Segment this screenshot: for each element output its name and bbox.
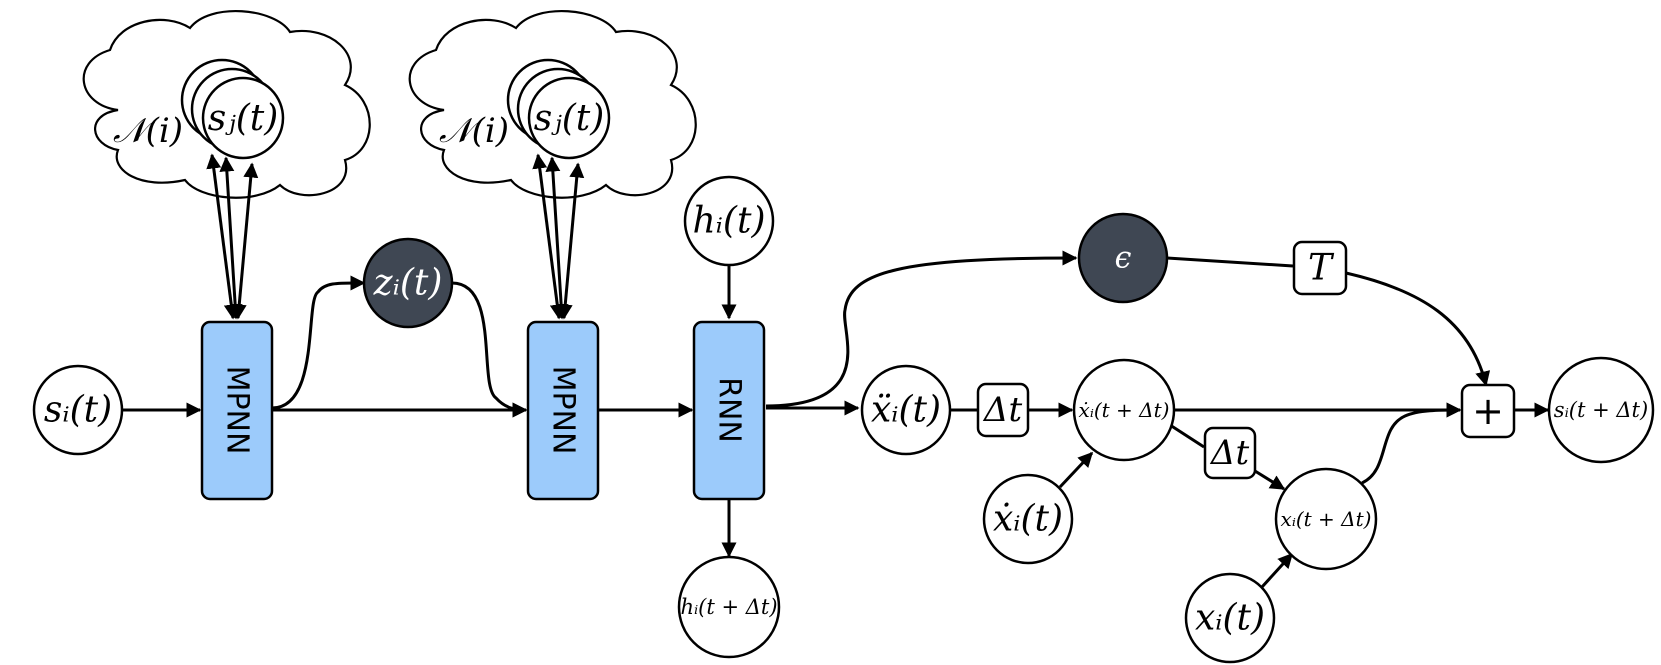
node-label: hᵢ(t): [693, 201, 766, 242]
node-epsilon: ϵ: [1077, 212, 1169, 304]
edge-T-plus: [1345, 271, 1491, 387]
node-label: ϵ: [1115, 241, 1132, 276]
op-transform-T: T: [1292, 240, 1348, 296]
edge-mpnn1-zi: [271, 275, 366, 410]
neighborhood-label: 𝒩(i): [113, 111, 183, 151]
mpnn-block-1: MPNN: [200, 320, 274, 501]
edge-dt2-xinext: [1254, 469, 1286, 491]
node-label: ẍᵢ(t): [871, 390, 941, 431]
neighborhood-cloud-1: 𝒩(i) sⱼ(t): [82, 10, 371, 199]
mpnn-block-2: MPNN: [526, 320, 600, 501]
edge-xi-xinext: [1260, 552, 1294, 589]
node-label: sᵢ(t): [44, 390, 112, 431]
edge-neighbor-mpnn1-c: [231, 162, 259, 320]
edge-neighbor-mpnn2-c: [557, 162, 585, 320]
edges: [123, 153, 1550, 589]
node-xddot-t: ẍᵢ(t): [860, 364, 952, 456]
node-label: xᵢ(t + Δt): [1281, 507, 1372, 531]
node-label: hᵢ(t + Δt): [680, 595, 777, 619]
edge-xdotnext-dt2: [1169, 423, 1205, 449]
neighbor-label: sⱼ(t): [208, 98, 279, 139]
node-label: zᵢ(t): [373, 263, 443, 304]
node-label: ẋᵢ(t): [993, 499, 1063, 540]
op-label: Δt: [1209, 433, 1250, 473]
op-delta-t-1: Δt: [976, 382, 1030, 438]
neighbor-stack: sⱼ(t): [180, 58, 285, 160]
node-si-next: sᵢ(t + Δt): [1547, 356, 1655, 464]
node-zi-t: zᵢ(t): [362, 237, 454, 329]
edge-eps-T: [1166, 256, 1294, 268]
node-xdot-t: ẋᵢ(t): [982, 473, 1074, 565]
neighborhood-cloud-2: 𝒩(i) sⱼ(t): [408, 10, 697, 199]
neighbor-node-front: [527, 76, 611, 160]
mpnn-label: MPNN: [220, 366, 255, 455]
node-si-t: sᵢ(t): [32, 364, 124, 456]
op-plus: +: [1460, 383, 1516, 439]
neighbor-label: sⱼ(t): [534, 98, 605, 139]
node-xi-t: xᵢ(t): [1184, 572, 1276, 664]
node-label: ẋᵢ(t + Δt): [1079, 398, 1170, 422]
edge-zi-mpnn2: [451, 281, 528, 418]
neighborhood-label: 𝒩(i): [439, 111, 509, 151]
op-delta-t-2: Δt: [1203, 426, 1257, 480]
mpnn-label: MPNN: [546, 366, 581, 455]
op-label: T: [1308, 248, 1335, 289]
node-label: xᵢ(t): [1195, 598, 1265, 639]
edge-xdot-xdotnext: [1058, 451, 1094, 489]
rnn-label: RNN: [712, 377, 747, 443]
node-hi-t: hᵢ(t): [683, 175, 775, 267]
op-label: Δt: [982, 390, 1023, 430]
edge-xinext-plus: [1361, 402, 1462, 485]
edge-rnn-eps: [765, 250, 1078, 408]
neighbor-node-front: [201, 76, 285, 160]
node-xdot-next: ẋᵢ(t + Δt): [1072, 358, 1176, 462]
neighbor-stack: sⱼ(t): [506, 58, 611, 160]
node-xi-next: xᵢ(t + Δt): [1274, 467, 1378, 571]
rnn-block: RNN: [692, 320, 766, 501]
node-label: sᵢ(t + Δt): [1554, 398, 1648, 422]
node-hi-next: hᵢ(t + Δt): [677, 555, 781, 659]
op-label: +: [1472, 389, 1504, 433]
